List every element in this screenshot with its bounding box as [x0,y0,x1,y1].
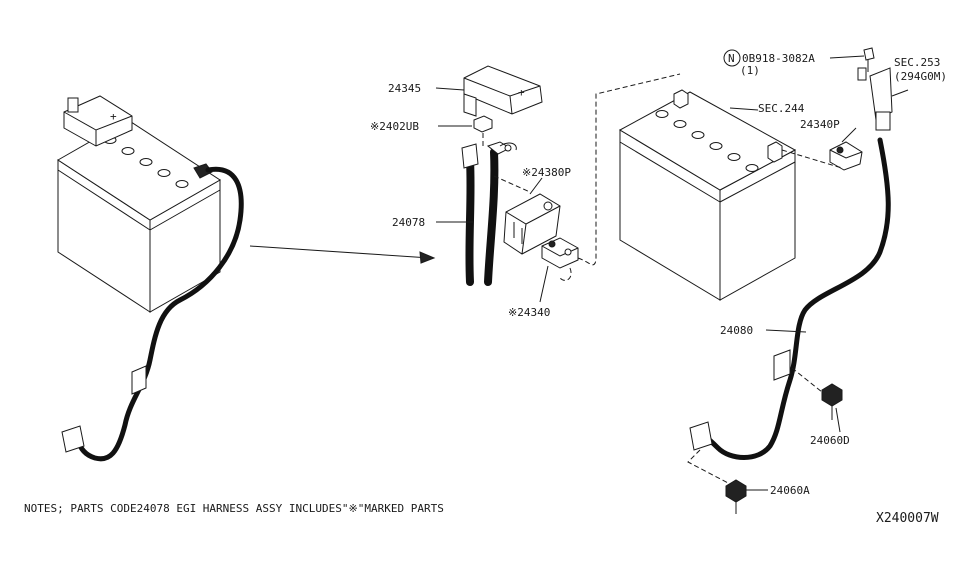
terminal-cover-24345: + [463,65,543,117]
right-battery [618,89,797,301]
label-24060A: 24060A [770,484,810,497]
label-24060D: 24060D [810,434,850,447]
label-24340P: 24340P [800,118,840,131]
left-battery: + [57,95,221,313]
sensor-294G0M [857,47,893,131]
bolt-24060D [821,383,843,420]
label-24078: 24078 [392,216,425,229]
label-2402UB: ※2402UB [370,120,419,133]
notes-text: NOTES; PARTS CODE24078 EGI HARNESS ASSY … [24,502,444,515]
label-sec244: SEC.244 [758,102,805,115]
harness-24078 [461,141,517,286]
label-sec253: SEC.253 [894,56,940,69]
svg-text:+: + [110,110,117,123]
label-24340: ※24340 [508,306,550,319]
label-24380P: ※24380P [522,166,571,179]
diagram-code: X240007W [876,511,939,526]
bolt-24060A [725,479,747,514]
svg-text:N: N [728,52,735,65]
circled-n-icon: N [723,49,741,67]
label-24080: 24080 [720,324,753,337]
label-bolt-part: 0B918-3082A [742,52,815,65]
terminal-24340 [541,237,579,269]
label-24345: 24345 [388,82,421,95]
svg-text:+: + [518,86,525,99]
bracket-24380P [503,193,561,255]
label-bolt-qty: (1) [740,64,760,77]
nut-2402UB [473,115,493,133]
negative-terminal-24340P [829,141,863,171]
label-sec253-part: (294G0M) [894,70,947,83]
